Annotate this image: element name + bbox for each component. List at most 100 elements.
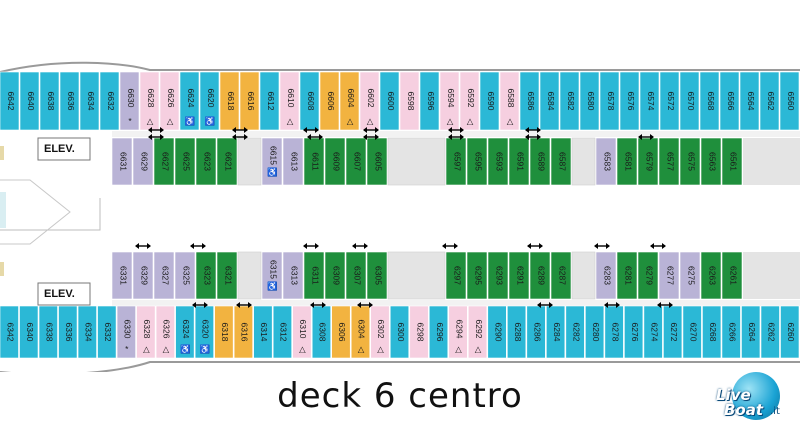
cabin-6612[interactable]: 6612 [259, 71, 280, 131]
cabin-6334[interactable]: 6334 [77, 305, 97, 359]
cabin-6268[interactable]: 6268 [702, 305, 722, 359]
cabin-6326[interactable]: 6326△ [155, 305, 175, 359]
cabin-6594[interactable]: 6594△ [439, 71, 460, 131]
cabin-6289[interactable]: 6289 [529, 251, 551, 300]
cabin-6315[interactable]: 6315♿ [261, 251, 283, 300]
cabin-6321[interactable]: 6321 [216, 251, 238, 300]
cabin-6278[interactable]: 6278 [604, 305, 624, 359]
cabin-6340[interactable]: 6340 [19, 305, 39, 359]
cabin-6611[interactable]: 6611 [303, 137, 325, 186]
cabin-6583[interactable]: 6583 [595, 137, 617, 186]
cabin-6600[interactable]: 6600 [379, 71, 400, 131]
cabin-6618[interactable]: 6618 [219, 71, 240, 131]
cabin-6330[interactable]: 6330* [116, 305, 136, 359]
cabin-6288[interactable]: 6288 [507, 305, 527, 359]
cabin-6261[interactable]: 6261 [721, 251, 743, 300]
cabin-6307[interactable]: 6307 [345, 251, 367, 300]
cabin-6577[interactable]: 6577 [658, 137, 680, 186]
cabin-6615[interactable]: 6615♿ [261, 137, 283, 186]
cabin-6560[interactable]: 6560 [779, 71, 800, 131]
cabin-6586[interactable]: 6586 [519, 71, 540, 131]
cabin-6262[interactable]: 6262 [760, 305, 780, 359]
cabin-6629[interactable]: 6629 [132, 137, 154, 186]
cabin-6313[interactable]: 6313 [282, 251, 304, 300]
cabin-6566[interactable]: 6566 [719, 71, 740, 131]
cabin-6342[interactable]: 6342 [0, 305, 19, 359]
cabin-6281[interactable]: 6281 [616, 251, 638, 300]
cabin-6561[interactable]: 6561 [721, 137, 743, 186]
cabin-6328[interactable]: 6328△ [136, 305, 156, 359]
cabin-6608[interactable]: 6608 [299, 71, 320, 131]
cabin-6283[interactable]: 6283 [595, 251, 617, 300]
cabin-6305[interactable]: 6305 [366, 251, 388, 300]
cabin-6592[interactable]: 6592△ [459, 71, 480, 131]
cabin-6329[interactable]: 6329 [132, 251, 154, 300]
cabin-6616[interactable]: 6616 [239, 71, 260, 131]
cabin-6591[interactable]: 6591 [508, 137, 530, 186]
cabin-6595[interactable]: 6595 [466, 137, 488, 186]
cabin-6638[interactable]: 6638 [39, 71, 60, 131]
cabin-6275[interactable]: 6275 [679, 251, 701, 300]
cabin-6314[interactable]: 6314 [253, 305, 273, 359]
cabin-6276[interactable]: 6276 [624, 305, 644, 359]
cabin-6606[interactable]: 6606 [319, 71, 340, 131]
cabin-6286[interactable]: 6286 [526, 305, 546, 359]
cabin-6266[interactable]: 6266 [721, 305, 741, 359]
cabin-6640[interactable]: 6640 [19, 71, 40, 131]
cabin-6613[interactable]: 6613 [282, 137, 304, 186]
cabin-6279[interactable]: 6279 [637, 251, 659, 300]
cabin-6292[interactable]: 6292△ [467, 305, 488, 359]
cabin-6320[interactable]: 6320♿ [194, 305, 214, 359]
cabin-6287[interactable]: 6287 [550, 251, 572, 300]
cabin-6579[interactable]: 6579 [637, 137, 659, 186]
cabin-6298[interactable]: 6298 [409, 305, 429, 359]
cabin-6598[interactable]: 6598 [399, 71, 420, 131]
cabin-6578[interactable]: 6578 [599, 71, 620, 131]
cabin-6324[interactable]: 6324♿ [175, 305, 195, 359]
cabin-6338[interactable]: 6338 [38, 305, 58, 359]
cabin-6316[interactable]: 6316 [233, 305, 253, 359]
cabin-6310[interactable]: 6310△ [292, 305, 312, 359]
cabin-6323[interactable]: 6323 [195, 251, 217, 300]
cabin-6331[interactable]: 6331 [111, 251, 133, 300]
cabin-6626[interactable]: 6626△ [159, 71, 180, 131]
cabin-6272[interactable]: 6272 [663, 305, 683, 359]
cabin-6593[interactable]: 6593 [487, 137, 509, 186]
cabin-6294[interactable]: 6294△ [448, 305, 468, 359]
cabin-6636[interactable]: 6636 [59, 71, 80, 131]
cabin-6634[interactable]: 6634 [79, 71, 100, 131]
cabin-6582[interactable]: 6582 [559, 71, 580, 131]
cabin-6580[interactable]: 6580 [579, 71, 600, 131]
cabin-6302[interactable]: 6302△ [370, 305, 390, 359]
cabin-6576[interactable]: 6576 [619, 71, 640, 131]
cabin-6627[interactable]: 6627 [153, 137, 175, 186]
cabin-6296[interactable]: 6296 [428, 305, 449, 359]
cabin-6309[interactable]: 6309 [324, 251, 346, 300]
cabin-6596[interactable]: 6596 [419, 71, 440, 131]
cabin-6568[interactable]: 6568 [699, 71, 720, 131]
cabin-6564[interactable]: 6564 [739, 71, 760, 131]
cabin-6628[interactable]: 6628△ [139, 71, 160, 131]
cabin-6263[interactable]: 6263 [700, 251, 722, 300]
cabin-6332[interactable]: 6332 [97, 305, 117, 359]
cabin-6587[interactable]: 6587 [550, 137, 572, 186]
cabin-6584[interactable]: 6584 [539, 71, 560, 131]
cabin-6325[interactable]: 6325 [174, 251, 196, 300]
cabin-6597[interactable]: 6597 [445, 137, 467, 186]
cabin-6297[interactable]: 6297 [445, 251, 467, 300]
cabin-6605[interactable]: 6605 [366, 137, 388, 186]
cabin-6575[interactable]: 6575 [679, 137, 701, 186]
cabin-6260[interactable]: 6260 [780, 305, 800, 359]
cabin-6291[interactable]: 6291 [508, 251, 530, 300]
cabin-6642[interactable]: 6642 [0, 71, 20, 131]
cabin-6589[interactable]: 6589 [529, 137, 551, 186]
cabin-6609[interactable]: 6609 [324, 137, 346, 186]
cabin-6590[interactable]: 6590 [479, 71, 500, 131]
cabin-6632[interactable]: 6632 [99, 71, 120, 131]
cabin-6280[interactable]: 6280 [585, 305, 605, 359]
cabin-6308[interactable]: 6308 [311, 305, 332, 359]
cabin-6602[interactable]: 6602△ [359, 71, 380, 131]
cabin-6270[interactable]: 6270 [682, 305, 702, 359]
cabin-6623[interactable]: 6623 [195, 137, 217, 186]
